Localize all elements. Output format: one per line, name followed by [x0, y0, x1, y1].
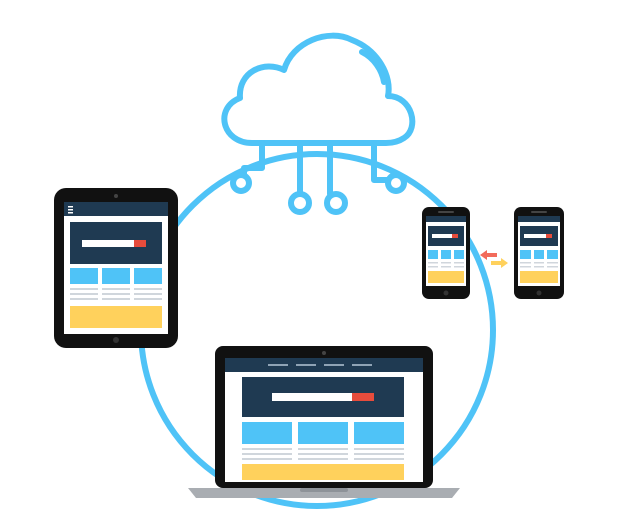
tablet-search-bar [82, 240, 138, 247]
tablet-device [54, 188, 178, 348]
laptop-base [188, 488, 460, 498]
circuit-connector-icon [230, 140, 407, 215]
laptop-search-bar [272, 393, 354, 401]
cloud-highlight [359, 49, 387, 85]
phone-device-2 [514, 207, 564, 299]
laptop-device [188, 346, 460, 498]
cloud-icon [221, 32, 416, 146]
laptop-screen [225, 358, 423, 482]
phone-device-1 [422, 207, 470, 299]
sync-arrows-icon [480, 250, 508, 268]
